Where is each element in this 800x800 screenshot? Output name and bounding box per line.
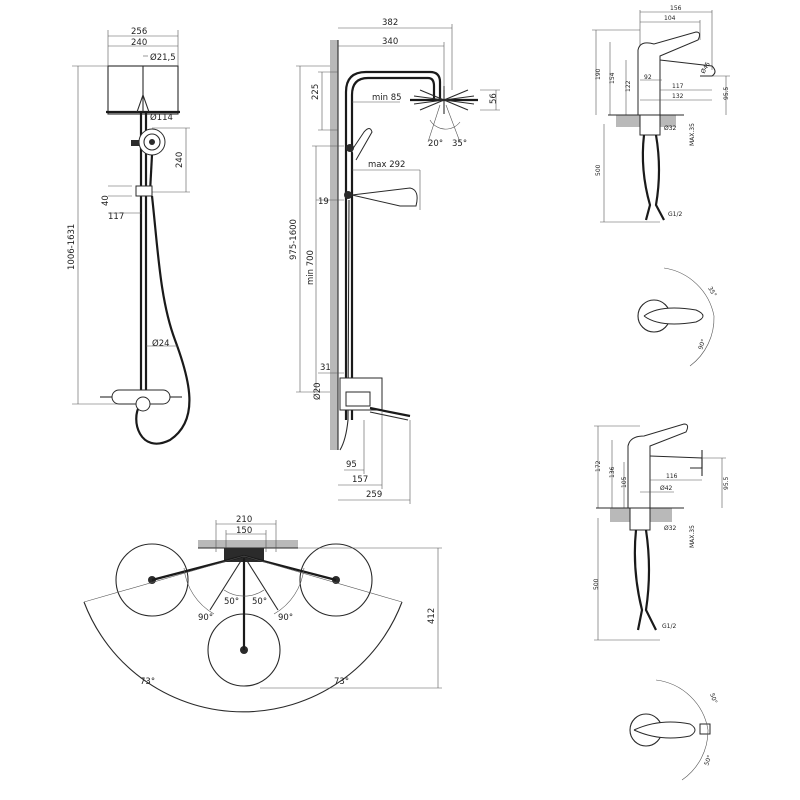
rain-head-side: [410, 86, 478, 143]
basin-hose-right: [654, 134, 665, 221]
shower-side-view: 20° 35° 56 382 340 225 min 85 max 292 19: [289, 18, 500, 504]
dim-73deg-a: 73°: [140, 677, 155, 687]
dim-117-basin: 117: [672, 83, 684, 90]
dim-500-bidet: 500: [593, 578, 600, 590]
dim-340: 340: [382, 37, 398, 47]
dim-156: 156: [670, 5, 682, 12]
dim-975-1600: 975-1600: [289, 219, 299, 260]
dim-19: 19: [318, 197, 329, 207]
dim-136: 136: [609, 466, 616, 478]
dim-116: 116: [666, 473, 678, 480]
bidet-hose-right: [644, 529, 657, 631]
dim-95: 95: [346, 460, 357, 470]
dim-240: 240: [131, 38, 147, 48]
dim-104: 104: [664, 15, 676, 22]
shower-front-view: 256 240 Ø21,5 Ø114 240 40 117 1006-1631: [67, 27, 191, 445]
bidet-hose-left: [633, 529, 644, 631]
dim-min85: min 85: [372, 93, 402, 103]
dim-g12-basin: G1/2: [668, 211, 682, 218]
shower-hose: [135, 195, 191, 445]
dim-20deg: 20°: [428, 139, 443, 149]
dim-95.5-basin: 95.5: [723, 86, 730, 100]
dim-35deg: 35°: [452, 139, 467, 149]
dim-105: 105: [621, 476, 628, 488]
dim-122: 122: [625, 80, 632, 92]
dim-1006-1631: 1006-1631: [67, 224, 77, 270]
hose-side: [339, 199, 350, 451]
bidet-faucet-body: [627, 423, 689, 509]
hand-shower-side: [351, 187, 418, 207]
dim-max35-basin: MAX.35: [689, 123, 696, 146]
dim-117: 117: [108, 212, 124, 222]
dim-157: 157: [352, 475, 368, 485]
dim-95.5-bidet: 95.5: [723, 476, 730, 490]
dim-50deg-bidet-a: 50°: [708, 692, 718, 704]
dim-31: 31: [320, 363, 331, 373]
dim-256: 256: [131, 27, 147, 37]
dim-d32-bidet: Ø32: [664, 525, 677, 532]
dim-90deg-b: 90°: [278, 613, 293, 623]
dim-max292: max 292: [368, 160, 405, 170]
dim-56: 56: [489, 93, 499, 104]
dim-40: 40: [101, 195, 111, 206]
dim-d24: Ø24: [152, 338, 170, 349]
dim-d114: Ø114: [150, 112, 173, 123]
dim-240-vert: 240: [175, 152, 185, 168]
dim-min700: min 700: [306, 250, 316, 285]
dim-d42: Ø42: [660, 485, 673, 492]
dim-500-basin: 500: [595, 164, 602, 176]
dim-259: 259: [366, 490, 382, 500]
basin-hose-left: [641, 134, 652, 221]
dim-90deg-basin: 90°: [697, 338, 707, 350]
dim-382: 382: [382, 18, 398, 28]
dim-50deg-b: 50°: [252, 597, 267, 607]
dim-d32-basin: Ø32: [664, 125, 677, 132]
dim-172: 172: [595, 460, 602, 472]
dim-154: 154: [609, 72, 616, 84]
dim-d20: Ø20: [312, 382, 323, 400]
dim-225: 225: [311, 84, 321, 100]
shower-arm: [344, 70, 442, 420]
dim-d21: Ø21,5: [150, 52, 176, 63]
wall-plan: [198, 540, 298, 548]
dim-210: 210: [236, 515, 252, 525]
head-left-position: [115, 543, 189, 617]
dim-190: 190: [595, 68, 602, 80]
dim-35deg-basin: 35°: [706, 286, 717, 299]
dim-73deg-b: 73°: [334, 677, 349, 687]
hand-shower-holder: [351, 128, 373, 161]
dim-412: 412: [427, 608, 437, 624]
dim-92: 92: [644, 74, 652, 81]
bidet-faucet-view: 172 136 105 116 Ø42 95.5 Ø32 MAX.35 500 …: [593, 423, 730, 781]
top-view-swivel: 210 150 50° 50° 90° 90° 73° 73° 412: [83, 515, 442, 713]
dim-max35-bidet: MAX.35: [689, 525, 696, 548]
dim-50deg-bidet-b: 50°: [703, 754, 713, 766]
dim-50deg-a: 50°: [224, 597, 239, 607]
swivel-arc: [83, 601, 403, 713]
dim-132: 132: [672, 93, 684, 100]
dim-150: 150: [236, 526, 252, 536]
dim-d45: Ø45: [700, 61, 712, 75]
dim-g12-bidet: G1/2: [662, 623, 676, 630]
dim-90deg-a: 90°: [198, 613, 213, 623]
head-right-position: [299, 543, 373, 617]
wall-section: [330, 40, 338, 450]
basin-faucet-view: 156 104 Ø45 190 154 122 92 117 132 95.5 …: [592, 5, 730, 367]
basin-faucet-body: [637, 31, 701, 116]
